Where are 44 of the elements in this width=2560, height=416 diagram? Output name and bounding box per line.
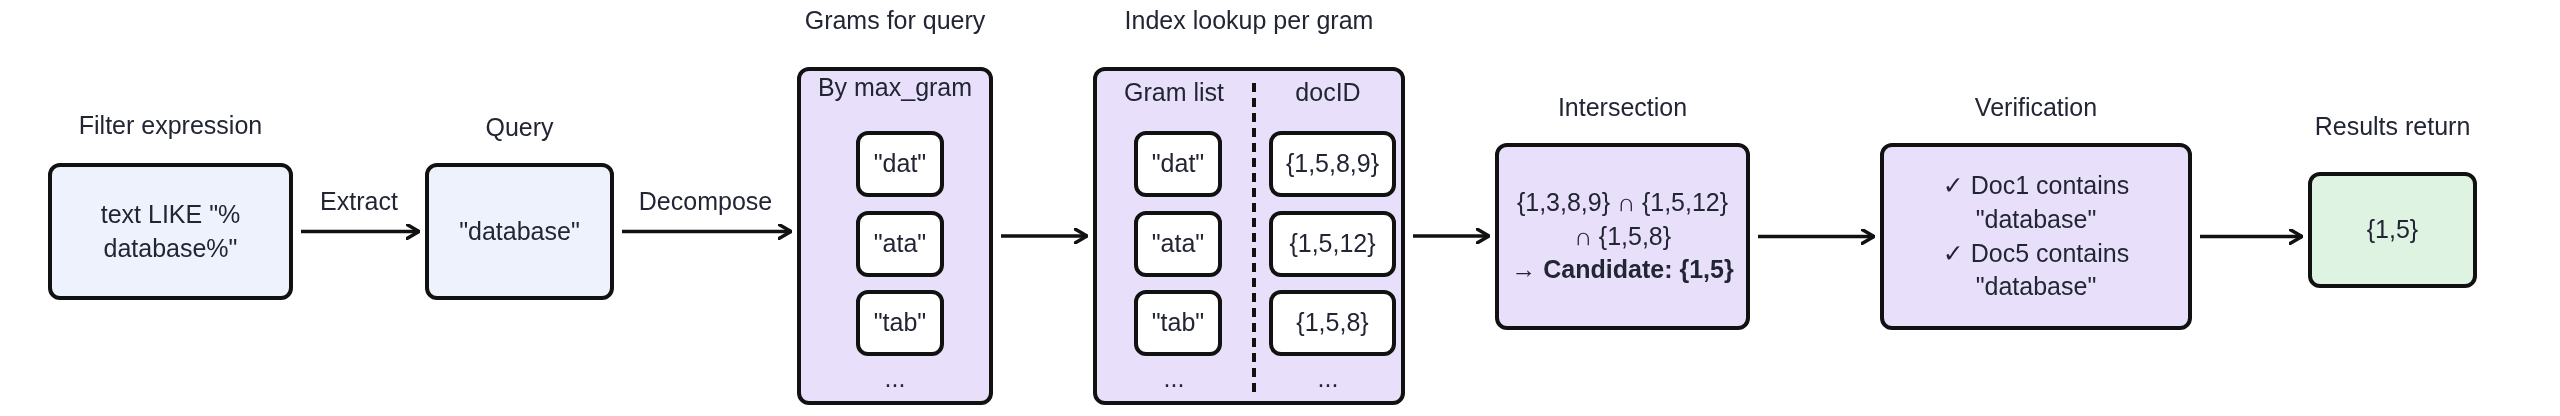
box-text: {1,5,8} xyxy=(1296,307,1369,339)
arrow xyxy=(1758,227,1876,246)
item-box xyxy=(1134,290,1222,356)
ellipsis-text: ... xyxy=(1163,363,1185,393)
arrow xyxy=(2200,227,2304,246)
item-box xyxy=(1269,131,1396,197)
box-text: text LIKE "% database%" xyxy=(99,198,242,264)
arrow xyxy=(1413,227,1491,245)
node-heading: Filter expression xyxy=(78,110,263,141)
box-text: "ata" xyxy=(873,228,927,260)
item-box xyxy=(856,290,944,356)
box-text: ✓ Doc5 contains "database" xyxy=(1941,237,2131,303)
node-heading: Results return xyxy=(2314,111,2471,142)
box-text: {1,5,12} xyxy=(1289,228,1376,260)
box-text: {1,5,8,9} xyxy=(1285,148,1380,180)
ellipsis-text: ... xyxy=(1317,363,1339,393)
node-heading: Grams for query xyxy=(804,5,986,36)
node-heading: Query xyxy=(485,112,554,143)
arrow xyxy=(301,222,421,241)
item-box xyxy=(1134,211,1222,277)
arrow xyxy=(1001,227,1089,245)
item-box xyxy=(856,131,944,197)
column-heading: By max_gram xyxy=(817,72,973,102)
box-text: ✓ Doc1 contains "database" xyxy=(1941,170,2131,235)
box-text: "dat" xyxy=(1151,148,1205,180)
box-text: → Candidate: {1,5} xyxy=(1511,254,1734,286)
box-text: "database" xyxy=(459,215,580,247)
box-text: {1,3,8,9} ∩ {1,5,12} ∩ {1,5,8} xyxy=(1515,186,1730,252)
box-text: "dat" xyxy=(873,148,927,180)
box-text: "tab" xyxy=(873,307,927,339)
arrow xyxy=(622,222,793,241)
item-box xyxy=(1134,131,1222,197)
item-box xyxy=(1269,211,1396,277)
item-box xyxy=(1269,290,1396,356)
node-heading: Index lookup per gram xyxy=(1124,5,1374,36)
column-heading: Gram list xyxy=(1124,77,1224,107)
node-heading: Verification xyxy=(1974,92,2098,123)
box-text: "tab" xyxy=(1151,307,1205,339)
box-text: "ata" xyxy=(1151,228,1205,260)
node-heading: Intersection xyxy=(1557,92,1688,123)
column-heading: docID xyxy=(1295,77,1361,107)
box-text: {1,5} xyxy=(2366,214,2419,246)
item-box xyxy=(856,211,944,277)
ellipsis-text: ... xyxy=(884,363,906,393)
